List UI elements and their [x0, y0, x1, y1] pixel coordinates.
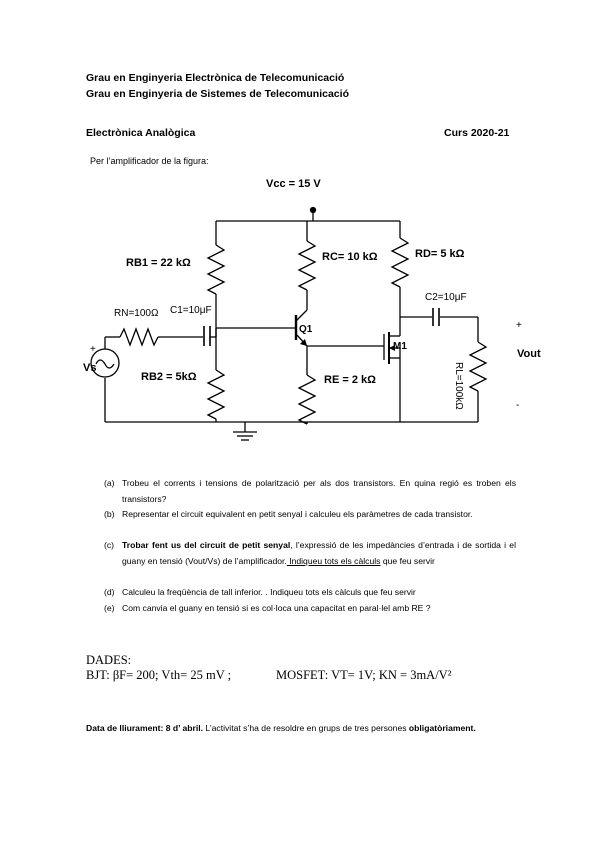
course-line-2: Grau en Enginyeria de Sistemes de Teleco… [86, 88, 349, 100]
re-label: RE = 2 kΩ [324, 374, 376, 386]
question-text: Trobeu el corrents i tensions de polarit… [122, 478, 516, 504]
question-label: (c) [104, 540, 115, 550]
circuit-diagram [90, 206, 488, 441]
subject-title: Electrònica Analògica [86, 127, 196, 139]
vcc-label: Vcc = 15 V [266, 178, 321, 190]
rb1-resistor [206, 244, 226, 295]
vs-plus: + [90, 344, 96, 355]
delivery-text: L’activitat s’ha de resoldre en grups de… [203, 723, 407, 733]
question-c: (c) Trobar fent us del circuit de petit … [104, 538, 516, 569]
question-text: Calculeu la freqüència de tall inferior.… [122, 587, 416, 597]
question-a: (a) Trobeu el corrents i tensions de pol… [104, 476, 516, 507]
academic-year: Curs 2020-21 [444, 127, 510, 139]
rn-label: RN=100Ω [114, 308, 159, 319]
vcc-node [309, 206, 317, 214]
question-label: (e) [104, 603, 115, 613]
delivery-date: Data de lliurament: 8 d’ abril. [86, 723, 204, 733]
course-line-1: Grau en Enginyeria Electrònica de Teleco… [86, 72, 345, 84]
re-resistor [297, 374, 317, 425]
question-label: (b) [104, 509, 115, 519]
rc-label: RC= 10 kΩ [322, 251, 378, 263]
rl-label: RL=100kΩ [453, 362, 464, 410]
rl-resistor [468, 341, 488, 392]
rc-resistor [297, 240, 317, 291]
question-text: Com canvia el guany en tensió si es col·… [122, 603, 431, 613]
vout-plus: + [516, 320, 522, 331]
dades-bjt: BJT: βF= 200; Vth= 25 mV ; [86, 668, 232, 682]
c1-label: C1=10μF [170, 305, 212, 316]
rb2-resistor [206, 369, 226, 420]
rn-resistor [119, 327, 159, 347]
question-text: Trobar fent us del circuit de petit seny… [122, 538, 516, 569]
question-tail: que feu servir [380, 555, 435, 566]
m1-label: M1 [393, 341, 407, 352]
question-e: (e) Com canvia el guany en tensió si es … [104, 601, 516, 617]
delivery-mandatory: obligatòriament. [408, 723, 476, 733]
rd-label: RD= 5 kΩ [415, 248, 465, 260]
dades-mosfet: MOSFET: VT= 1V; KN = 3mA/V² [276, 668, 452, 682]
dades-title: DADES: [86, 653, 132, 667]
vout-label: Vout [517, 348, 541, 360]
q1-label: Q1 [299, 324, 313, 335]
question-bold: Trobar fent us del circuit de petit seny… [122, 540, 291, 550]
question-label: (a) [104, 478, 115, 488]
intro-text: Per l’amplificador de la figura: [90, 156, 209, 166]
question-body: , l’expressió de les impedàncies d’entra… [122, 540, 516, 566]
rd-resistor [390, 237, 410, 288]
c2-label: C2=10μF [425, 292, 467, 303]
question-d: (d) Calculeu la freqüència de tall infer… [104, 585, 516, 601]
rb1-label: RB1 = 22 kΩ [126, 257, 191, 269]
delivery-note: Data de lliurament: 8 d’ abril. L’activi… [86, 720, 516, 736]
vout-minus: - [516, 400, 520, 411]
question-label: (d) [104, 587, 115, 597]
rb2-label: RB2 = 5kΩ [141, 371, 197, 383]
question-text: Representar el circuit equivalent en pet… [122, 509, 473, 519]
vs-label: Vs [83, 362, 97, 374]
question-b: (b) Representar el circuit equivalent en… [104, 507, 516, 523]
question-underline: Indiqueu tots els càlculs [286, 555, 381, 566]
